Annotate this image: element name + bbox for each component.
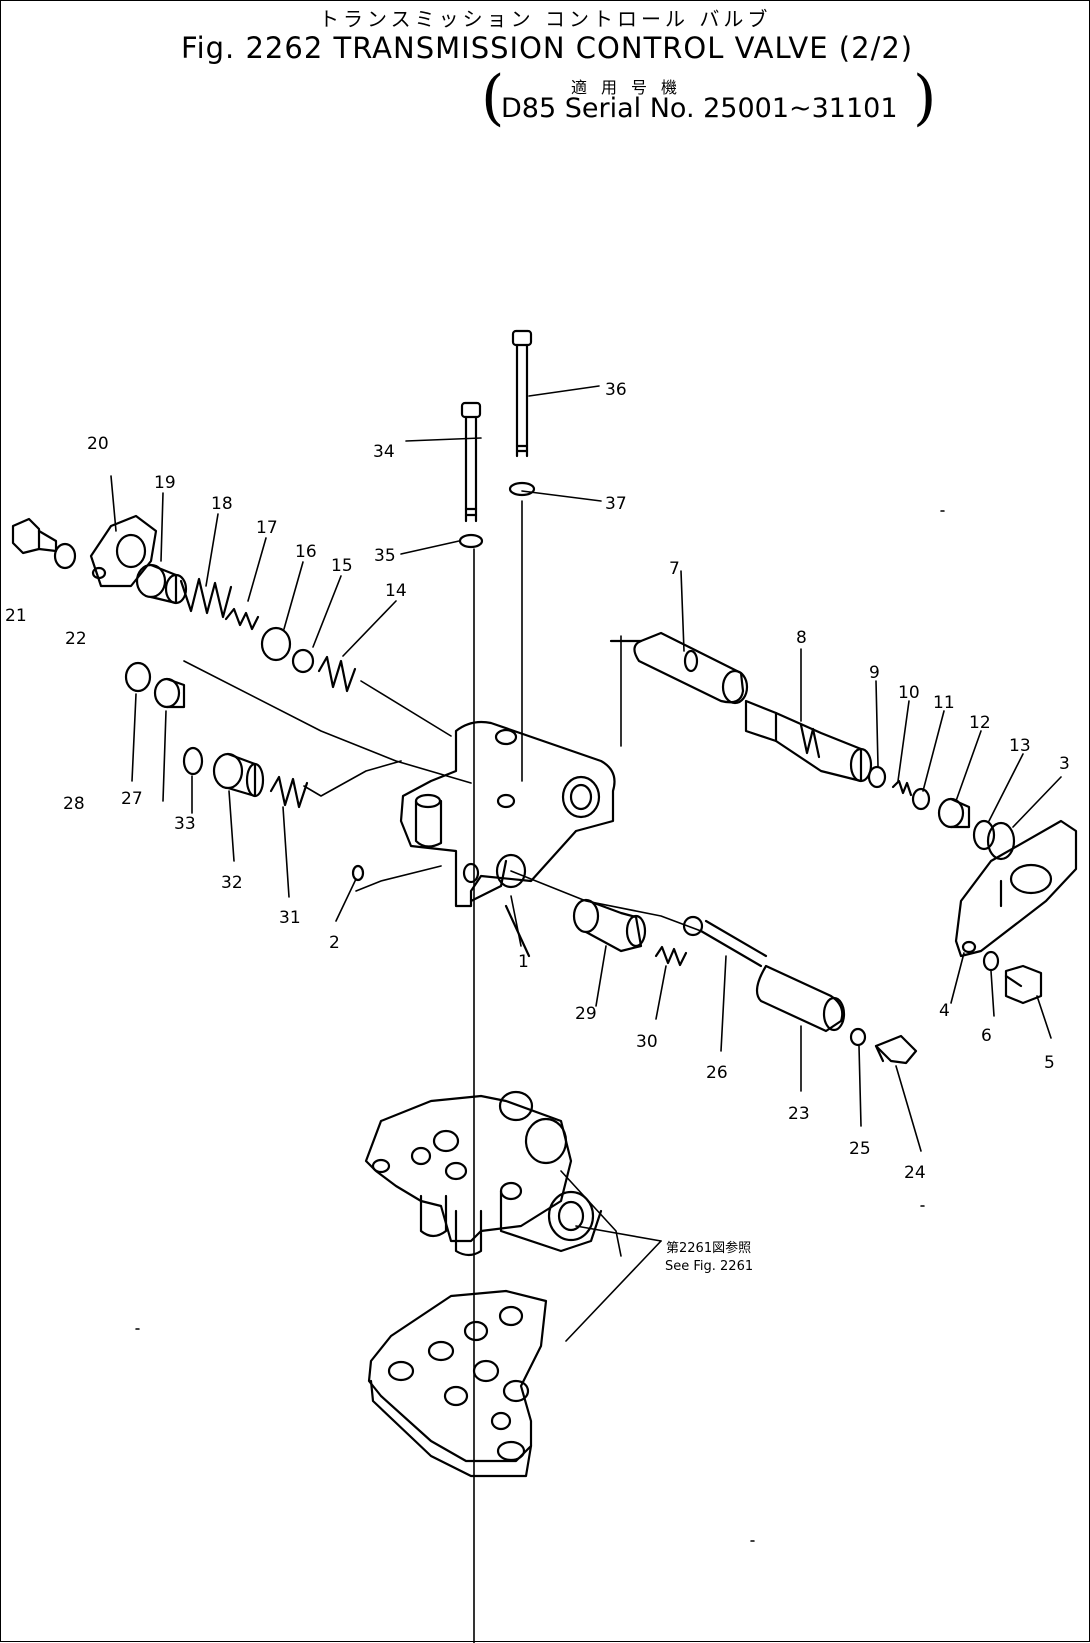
o-ring-13: [972, 819, 996, 851]
bottom-plate: [367, 1289, 548, 1478]
spring-18: [179, 577, 233, 619]
part-label-29: 29: [575, 1004, 597, 1024]
spring-10: [891, 779, 913, 797]
right-bracket: ): [913, 63, 937, 133]
part-label-17: 17: [256, 518, 278, 538]
part-label-31: 31: [279, 908, 301, 928]
part-label-21: 21: [5, 606, 27, 626]
figure-title: Fig. 2262 TRANSMISSION CONTROL VALVE (2/…: [181, 31, 914, 65]
part-labels: 1 2 3 4 5 6 7 8 9 10 11 12 13 14 15 16 1…: [5, 380, 1070, 1274]
bolt-21: [11, 517, 58, 555]
washer-22: [53, 542, 77, 570]
reference-label-en: See Fig. 2261: [665, 1259, 753, 1274]
part-label-14: 14: [385, 581, 407, 601]
serial-number-range: D85 Serial No. 25001~31101: [501, 93, 898, 124]
part-label-15: 15: [331, 556, 353, 576]
part-label-12: 12: [969, 713, 991, 733]
part-label-36: 36: [605, 380, 627, 400]
part-label-18: 18: [211, 494, 233, 514]
part-label-28: 28: [63, 794, 85, 814]
part-label-35: 35: [374, 546, 396, 566]
part-label-13: 13: [1009, 736, 1031, 756]
valve-body: [399, 720, 616, 958]
part-label-19: 19: [154, 473, 176, 493]
bolt-34: [460, 401, 482, 523]
japanese-title: トランスミッション コントロール バルブ: [319, 7, 772, 31]
part-label-20: 20: [87, 434, 109, 454]
part-label-9: 9: [869, 663, 880, 683]
sleeve-23: [755, 964, 846, 1033]
part-label-4: 4: [939, 1001, 950, 1021]
assembly-axis-lines: [183, 500, 702, 1643]
part-label-24: 24: [904, 1163, 926, 1183]
applicability-label-jp: 適用号機: [571, 78, 692, 97]
spring-17: [224, 607, 260, 631]
spring-30: [654, 945, 688, 967]
o-ring-3: [986, 821, 1016, 861]
plug-2: [351, 864, 365, 882]
washer-37: [508, 481, 536, 497]
part-label-33: 33: [174, 814, 196, 834]
cover-4: [954, 819, 1078, 958]
leader-lines: [110, 385, 1062, 1342]
part-label-8: 8: [796, 628, 807, 648]
part-label-1: 1: [518, 952, 529, 972]
part-label-16: 16: [295, 542, 317, 562]
part-label-7: 7: [669, 559, 680, 579]
plug-27: [153, 677, 186, 709]
part-label-23: 23: [788, 1104, 810, 1124]
sleeve-7: [609, 631, 749, 705]
ring-33: [182, 746, 204, 776]
left-bracket: (: [481, 63, 505, 133]
bolt-24: [874, 1034, 918, 1065]
washer-6: [982, 950, 1000, 972]
plug-29: [572, 898, 647, 953]
part-label-26: 26: [706, 1063, 728, 1083]
cover-20: [89, 514, 158, 588]
part-label-34: 34: [373, 442, 395, 462]
spool-8: [744, 699, 873, 783]
part-label-37: 37: [605, 494, 627, 514]
part-label-25: 25: [849, 1139, 871, 1159]
ring-28: [124, 661, 152, 693]
ball-9: [867, 765, 887, 789]
part-label-3: 3: [1059, 754, 1070, 774]
part-label-6: 6: [981, 1026, 992, 1046]
part-label-27: 27: [121, 789, 143, 809]
bolt-5: [1004, 964, 1043, 1005]
collar-15: [291, 648, 315, 674]
washer-25: [849, 1027, 867, 1047]
spool-26: [682, 915, 768, 968]
part-label-22: 22: [65, 629, 87, 649]
part-label-5: 5: [1044, 1053, 1055, 1073]
plug-12: [937, 797, 971, 829]
ring-16: [260, 626, 292, 662]
spring-31: [269, 775, 309, 809]
reference-label-jp: 第2261図参照: [666, 1240, 751, 1256]
part-label-10: 10: [898, 683, 920, 703]
part-label-30: 30: [636, 1032, 658, 1052]
bolt-36: [511, 329, 533, 458]
plug-32: [212, 752, 265, 798]
spring-14: [317, 655, 357, 693]
lower-valve-assembly: [364, 1090, 603, 1257]
seat-11: [911, 787, 931, 811]
washer-35: [458, 533, 484, 549]
scatter-dots: [135, 510, 945, 1542]
piston-19: [135, 563, 188, 605]
part-label-32: 32: [221, 873, 243, 893]
part-label-2: 2: [329, 933, 340, 953]
part-label-11: 11: [933, 693, 955, 713]
